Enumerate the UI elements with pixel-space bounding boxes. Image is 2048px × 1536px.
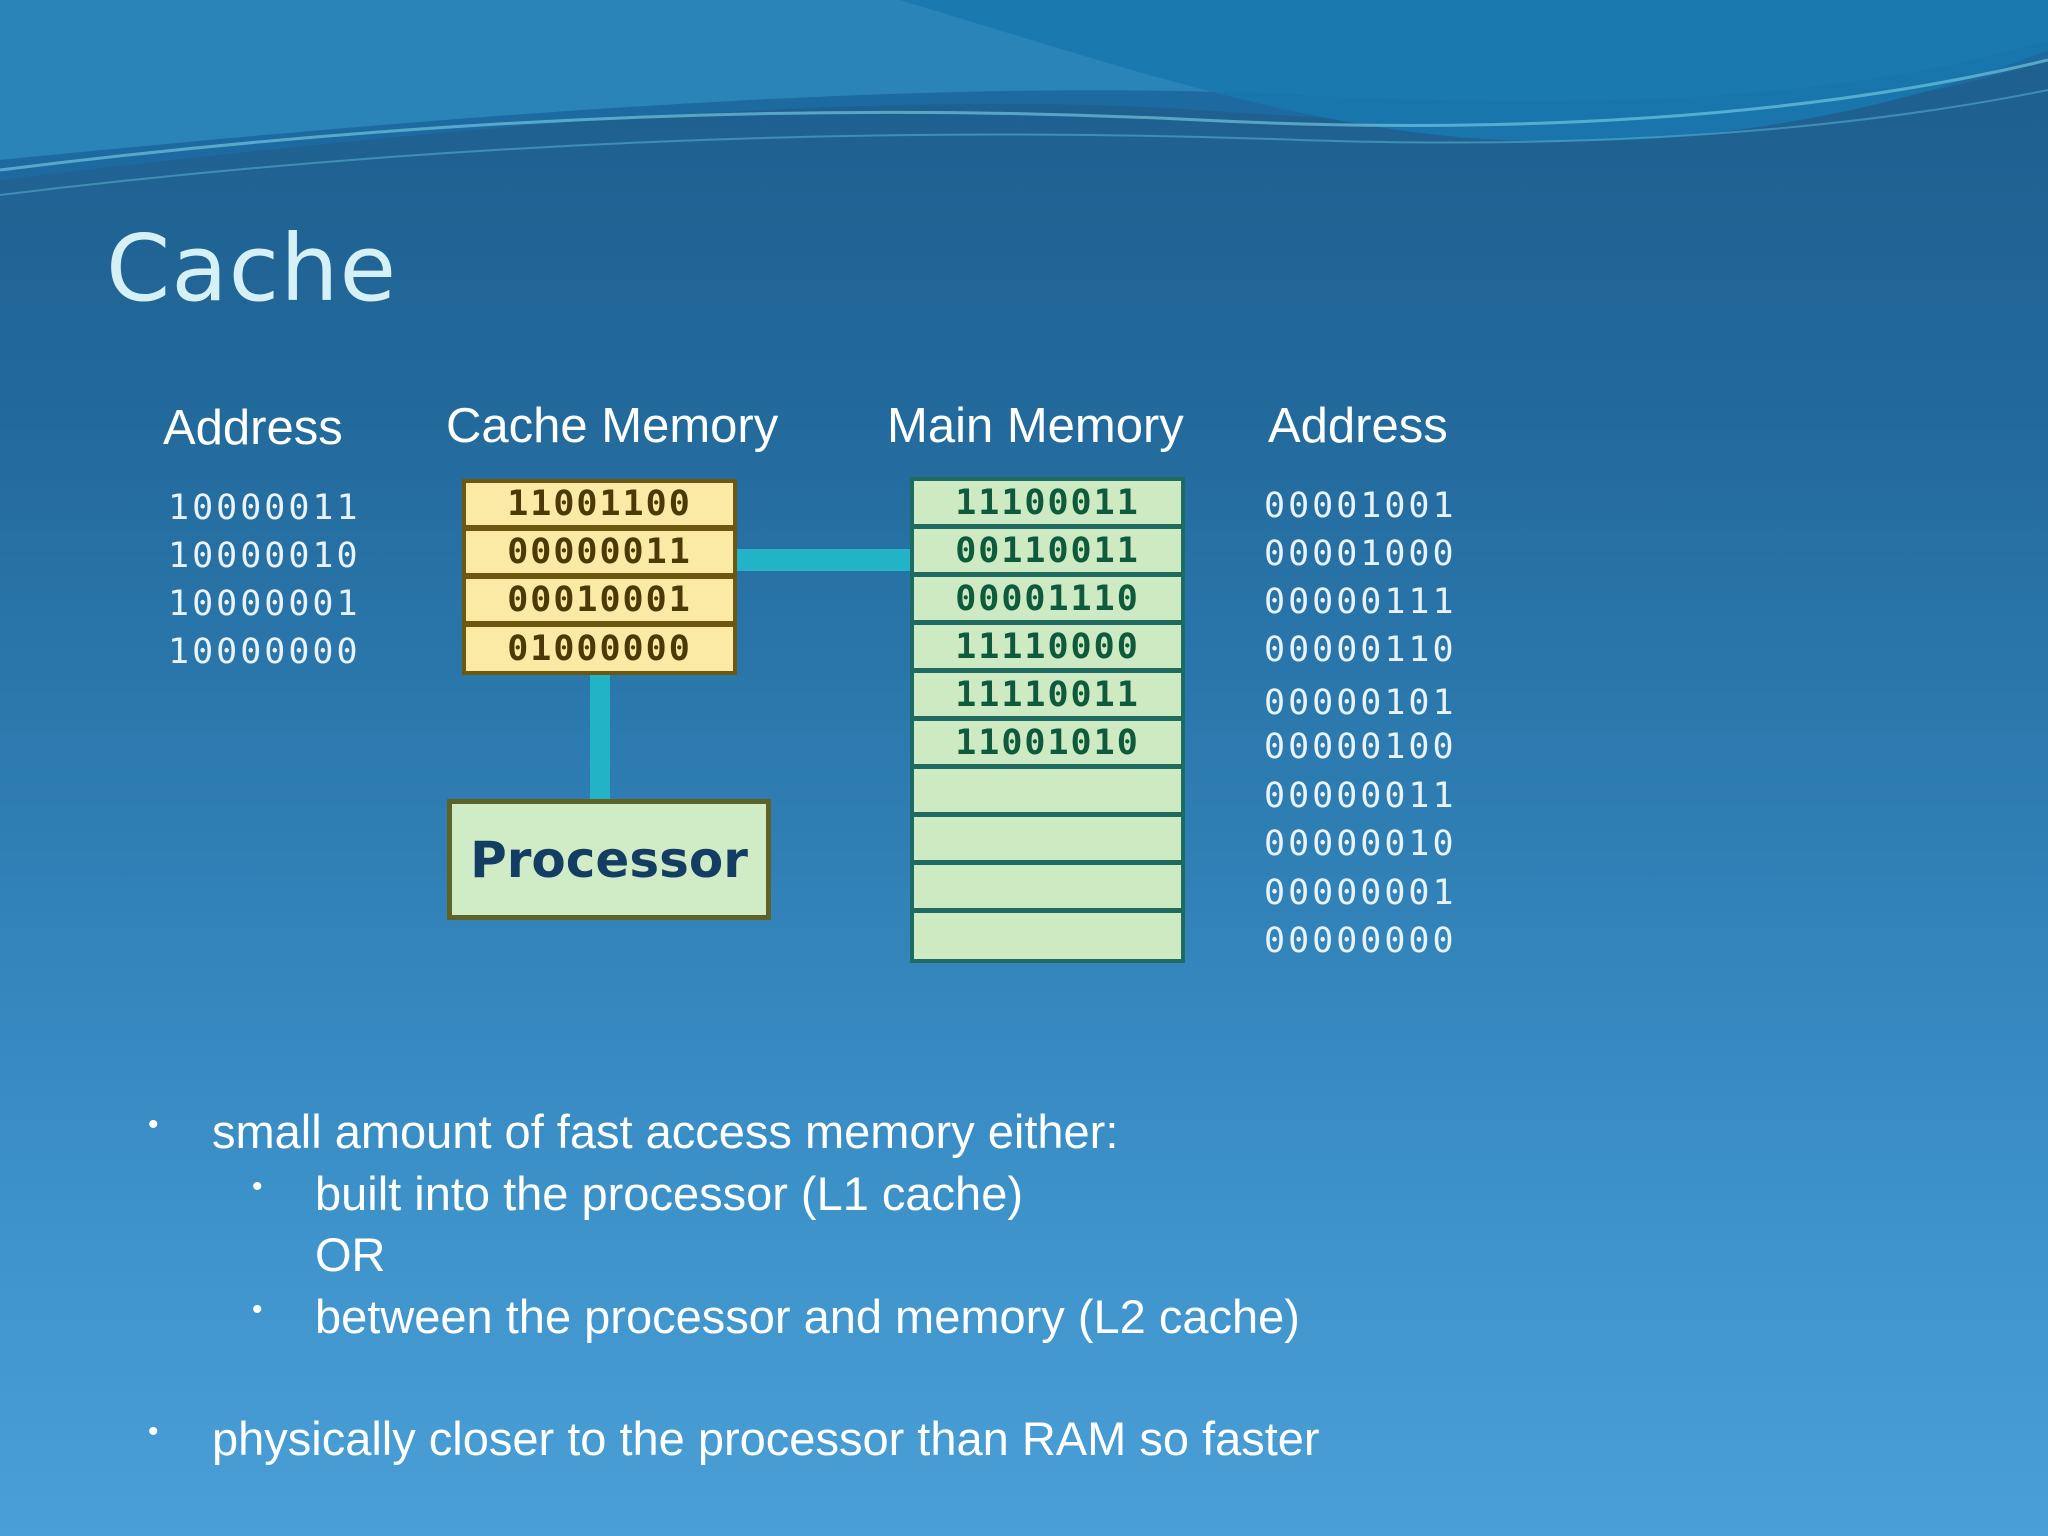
main-address: 00000001: [1264, 873, 1457, 913]
main-address: 00000011: [1264, 776, 1457, 816]
sub-bullet-marker: •: [252, 1170, 263, 1203]
cache-memory-cell: 01000000: [462, 623, 737, 675]
cache-memory-cell: 00010001: [462, 575, 737, 625]
main-address: 00000000: [1264, 921, 1457, 961]
cache-address: 10000011: [168, 488, 361, 528]
processor-box: Processor: [447, 799, 771, 920]
header-wave-decoration: [0, 0, 2048, 196]
main-address-header: Address: [1268, 399, 1448, 453]
processor-cache-connector: [590, 670, 610, 800]
sub-bullet-marker: •: [252, 1293, 263, 1326]
cache-address: 10000001: [168, 584, 361, 624]
main-memory-cell: [910, 813, 1185, 864]
main-memory-cell: 11001010: [910, 717, 1185, 768]
cache-main-memory-connector: [733, 549, 913, 571]
cache-memory-cell: 00000011: [462, 527, 737, 577]
main-memory-cell: 11110000: [910, 621, 1185, 672]
bullet-text: small amount of fast access memory eithe…: [212, 1105, 1119, 1158]
main-memory-cell: 00001110: [910, 573, 1185, 624]
main-memory-header: Main Memory: [887, 399, 1184, 453]
main-memory-cell: [910, 765, 1185, 816]
cache-address-header: Address: [163, 401, 343, 455]
main-memory-cell: [910, 909, 1185, 963]
bullet-marker: •: [148, 1108, 159, 1141]
main-address: 00000111: [1264, 582, 1457, 622]
main-address: 00000100: [1264, 727, 1457, 767]
cache-memory-header: Cache Memory: [446, 399, 779, 453]
main-address: 00000101: [1264, 683, 1457, 723]
cache-memory-cell: 11001100: [462, 479, 737, 529]
main-address: 00001000: [1264, 534, 1457, 574]
cache-address: 10000000: [168, 632, 361, 672]
slide-title: Cache: [106, 215, 398, 322]
bullet-text: physically closer to the processor than …: [212, 1412, 1320, 1465]
cache-address: 10000010: [168, 536, 361, 576]
main-memory-cell: 11110011: [910, 669, 1185, 720]
main-memory-cell: 11100011: [910, 477, 1185, 528]
main-memory-cell: 00110011: [910, 525, 1185, 576]
main-address: 00000010: [1264, 824, 1457, 864]
main-memory-cell: [910, 861, 1185, 912]
sub-bullet-text: built into the processor (L1 cache): [315, 1167, 1023, 1220]
main-address: 00001001: [1264, 486, 1457, 526]
bullet-marker: •: [148, 1415, 159, 1448]
main-address: 00000110: [1264, 630, 1457, 670]
sub-bullet-text: OR: [315, 1228, 386, 1281]
sub-bullet-text: between the processor and memory (L2 cac…: [315, 1290, 1300, 1343]
